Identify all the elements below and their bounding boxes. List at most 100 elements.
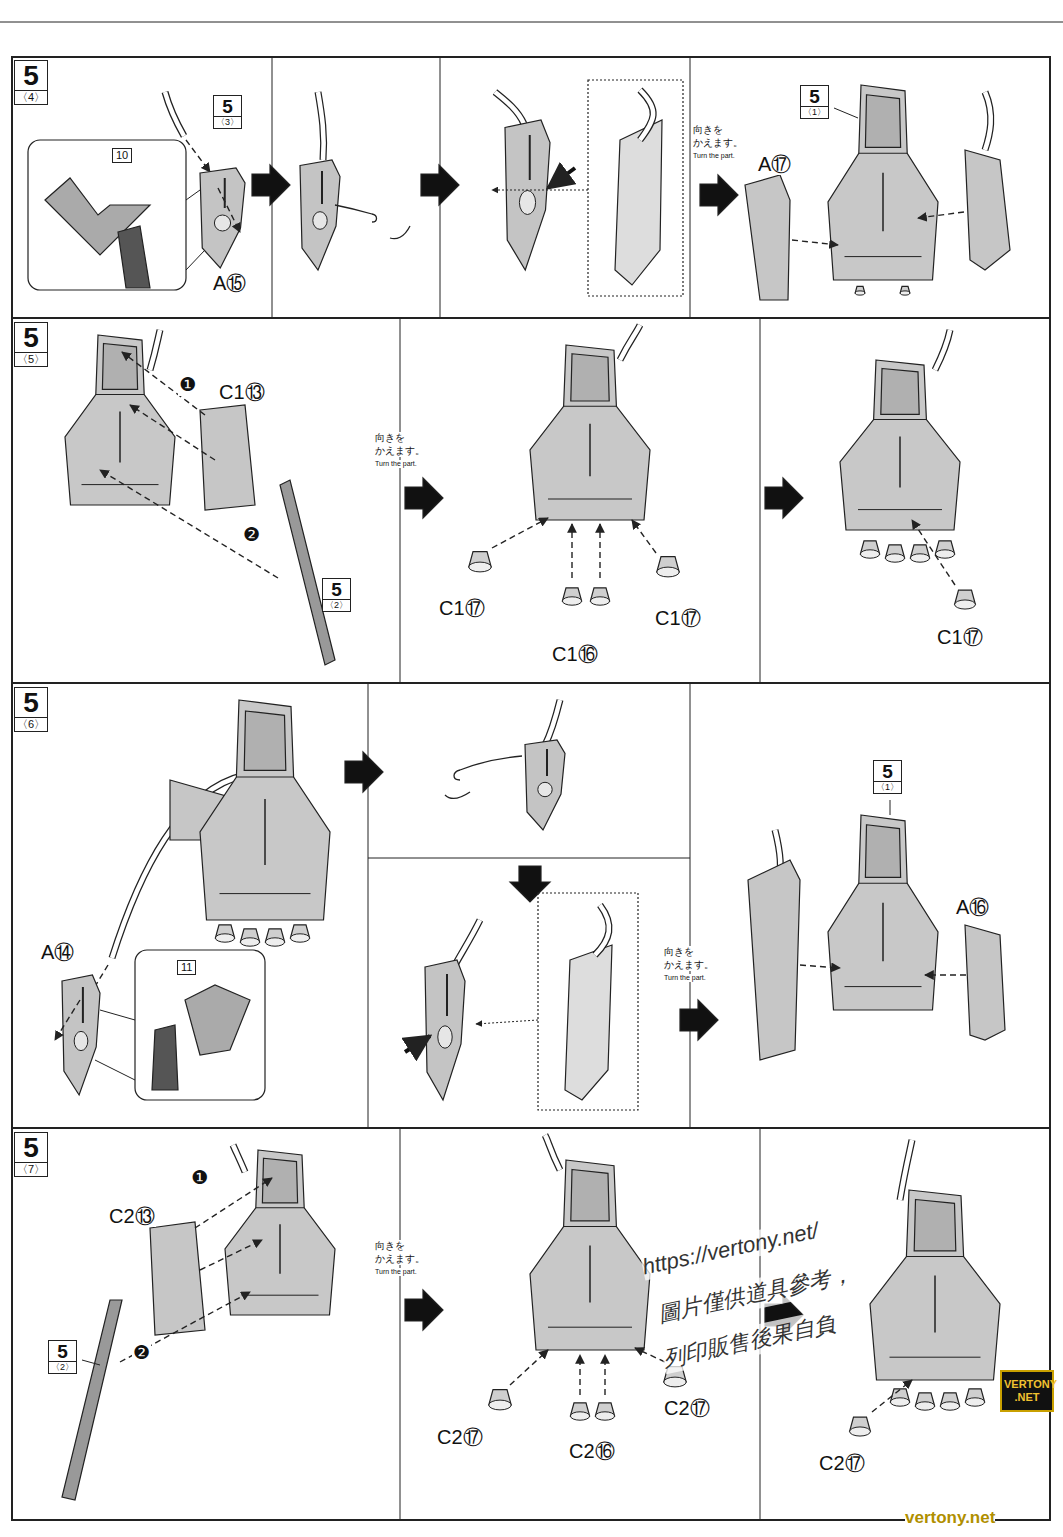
part-detail — [152, 1025, 178, 1090]
step-digit: 5 — [15, 323, 47, 352]
part-number: A⑮ — [212, 272, 247, 294]
sticker — [185, 985, 250, 1055]
turn-note: 向きを かえます。 — [375, 1240, 427, 1265]
cover-part — [150, 1222, 205, 1335]
sub-step: 〈2〉 — [323, 599, 350, 611]
panel-divider — [760, 318, 761, 683]
body-panel — [881, 369, 919, 415]
sub-step: 〈1〉 — [801, 106, 828, 118]
pointer-arrow — [548, 168, 575, 188]
detail-line — [186, 250, 205, 270]
step-number: 5〈6〉 — [14, 687, 48, 732]
assembly-arrow — [200, 1240, 262, 1270]
sticker-number: 10 — [112, 148, 132, 163]
page-frame — [12, 57, 1050, 1520]
nozzle-rim — [890, 1398, 909, 1406]
detail-line — [934, 1276, 936, 1333]
thruster-body — [225, 1150, 335, 1315]
nozzle-rim — [570, 1412, 589, 1420]
nozzle-rim — [855, 291, 865, 295]
nozzle-rim — [590, 597, 609, 605]
side-fin — [748, 860, 800, 1060]
hose — [150, 330, 160, 370]
clip-part — [525, 740, 565, 830]
sub-step: 〈3〉 — [214, 116, 241, 128]
panel-divider — [690, 57, 691, 318]
socket — [519, 191, 535, 215]
detail-line — [859, 883, 907, 884]
socket — [74, 1031, 88, 1050]
body-panel — [262, 1158, 297, 1203]
detail-line — [890, 1357, 981, 1358]
nozzle-rim — [240, 938, 259, 946]
wing-plate — [280, 480, 335, 665]
part-number: C2⑬ — [108, 1205, 156, 1227]
step-arrow — [405, 1290, 443, 1330]
panel-divider — [690, 683, 691, 1128]
part-number: C1⑯ — [551, 643, 599, 665]
detail-line — [224, 178, 226, 208]
detail-line — [858, 509, 942, 510]
detail-line — [546, 749, 548, 776]
hose — [165, 92, 184, 136]
step-reference: 5〈1〉 — [800, 85, 829, 119]
assembly-arrow — [55, 1000, 80, 1040]
cord-hook — [454, 756, 522, 780]
panel-divider — [12, 317, 1050, 319]
nozzle-rim — [900, 291, 910, 295]
nozzle-rim — [850, 1427, 871, 1436]
hose-outline — [318, 92, 324, 160]
part-number: C2⑰ — [436, 1426, 484, 1448]
panel-divider — [368, 858, 690, 859]
assembly-arrow — [872, 1380, 912, 1412]
hose — [935, 330, 950, 370]
step-arrow — [510, 866, 550, 902]
step-arrow — [252, 165, 290, 205]
thruster-body — [530, 1160, 650, 1350]
nozzle-rim — [489, 1400, 511, 1410]
sub-step: 〈4〉 — [15, 90, 47, 104]
detail-line — [119, 412, 121, 463]
part-number: C1⑬ — [218, 381, 266, 403]
assembly-arrow — [130, 405, 215, 460]
detail-line — [279, 1224, 281, 1274]
hose — [455, 920, 480, 965]
assembly-arrow — [925, 974, 966, 975]
assembly-arrow — [186, 140, 210, 172]
detail-line — [882, 173, 884, 232]
nozzle-rim — [910, 554, 929, 562]
cord-hook — [445, 792, 470, 798]
detail-line — [321, 171, 323, 204]
watermark: vertony.net — [905, 1508, 995, 1528]
thruster-body — [828, 815, 938, 1010]
leader-line — [890, 800, 891, 815]
detail-line — [236, 777, 293, 778]
detail-line — [548, 499, 632, 500]
turn-note: 向きを かえます。 — [375, 432, 427, 457]
socket — [438, 1026, 452, 1048]
detail-frame — [588, 80, 683, 296]
turn-note: Turn the part. — [664, 974, 706, 982]
inset-frame — [135, 950, 265, 1100]
leader-line — [82, 1360, 100, 1365]
detail-line — [82, 987, 84, 1023]
nozzle-rim — [940, 1402, 959, 1410]
detail-line — [589, 424, 591, 477]
assembly-arrow — [218, 188, 240, 232]
detail-line — [256, 1207, 304, 1208]
part-detail — [615, 120, 662, 285]
cover-part — [200, 405, 255, 510]
step-number: 5〈5〉 — [14, 322, 48, 367]
assembly-arrow — [800, 965, 840, 968]
body-panel — [914, 1200, 956, 1251]
page-rule — [0, 22, 1063, 23]
wing-plate — [62, 1300, 122, 1500]
part-number: C1⑰ — [654, 607, 702, 629]
body-panel — [865, 95, 900, 148]
hose-outline — [935, 330, 950, 370]
clip-part — [425, 960, 465, 1100]
nozzle-rim — [215, 934, 234, 942]
step-arrow — [405, 478, 443, 518]
detail-arrow — [476, 1020, 538, 1024]
hose — [640, 90, 653, 140]
